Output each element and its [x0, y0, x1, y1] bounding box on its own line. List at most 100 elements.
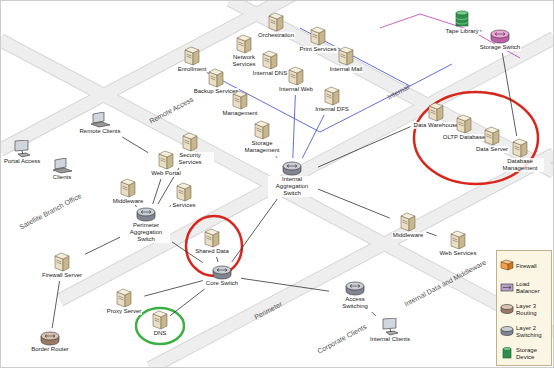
server-icon [208, 68, 224, 88]
server-icon [176, 182, 192, 202]
legend-box: FirewallLoad BalancerLayer 3 RoutingLaye… [496, 250, 552, 366]
server-node: Backup Services [193, 68, 240, 95]
node-label: Clients [52, 174, 72, 181]
zone-label: Corporate Clients [316, 323, 368, 356]
server-node: Data Warehouse [413, 102, 460, 129]
legend-row: Layer 3 Routing [500, 301, 550, 319]
legend-symbol [500, 257, 514, 275]
server-icon [484, 126, 500, 146]
router-icon [39, 330, 61, 346]
load-balancer-symbol [500, 281, 514, 293]
server-icon [268, 12, 284, 32]
node-label: Shared Data [194, 248, 230, 255]
routing-symbol [500, 303, 514, 315]
switch-node: Access Switching [331, 280, 379, 310]
server-icon [232, 90, 248, 110]
desktop-icon [12, 140, 32, 158]
zone-label: Remote Access [148, 96, 195, 126]
network-link [302, 115, 324, 158]
server-node: Management [221, 90, 258, 117]
server-node: Storage Management [238, 120, 286, 154]
server-node: Database Management [496, 138, 544, 172]
server-icon [204, 228, 220, 248]
laptop-node: Clients [51, 158, 73, 181]
server-icon [254, 120, 270, 140]
legend-text: Firewall [516, 263, 537, 270]
laptop-icon [51, 158, 73, 174]
legend-row: Layer 2 Switching [500, 323, 550, 341]
node-label: Management [221, 110, 258, 117]
node-label: Internal Web [278, 86, 314, 93]
legend-symbol [500, 323, 514, 341]
server-node: DNS [152, 310, 168, 337]
desktop-node: Portal Access [3, 140, 41, 165]
node-label: Internal Clients [369, 336, 411, 343]
server-node: Internal DFS [314, 86, 350, 113]
laptop-node: Remote Clients [78, 112, 121, 135]
node-label: Middleware [112, 198, 145, 205]
legend-text: Layer 2 Switching [516, 325, 550, 339]
node-label: Internal DFS [314, 106, 350, 113]
node-label: Border Router [30, 346, 70, 353]
router-node: Border Router [30, 330, 70, 353]
switch-node: Perimeter Aggregation Switch [122, 206, 170, 243]
node-label: Storage Management [238, 140, 286, 154]
legend-row: Load Balancer [500, 279, 550, 297]
server-icon [120, 178, 136, 198]
legend-symbol [500, 279, 514, 297]
node-label: Middleware [392, 232, 425, 239]
node-label: Web Services [439, 250, 478, 257]
server-icon [456, 114, 472, 134]
server-node: Shared Data [194, 228, 230, 255]
node-label: Remote Clients [78, 128, 121, 135]
legend-row: Firewall [500, 257, 537, 275]
node-label: Portal Access [3, 158, 41, 165]
server-node: Web Services [439, 230, 478, 257]
storage-switch-node: Storage Switch [479, 28, 521, 51]
server-node: Web Portal [150, 150, 182, 177]
node-label: Database Management [496, 158, 544, 172]
switch-node: Core Switch [205, 264, 239, 287]
server-node: Internal DNS [252, 50, 288, 77]
server-icon [54, 252, 70, 272]
server-node: Internal Web [278, 66, 314, 93]
server-node: Data Server [475, 126, 509, 153]
switch-node: Internal Aggregation Switch [268, 160, 316, 197]
node-label: Storage Switch [479, 44, 521, 51]
pswitch-icon [489, 28, 511, 44]
server-node: Enrollment [177, 46, 208, 73]
node-label: OLTP Database [442, 134, 486, 141]
network-link [85, 237, 120, 254]
server-icon [236, 34, 252, 54]
node-label: Backup Services [193, 88, 240, 95]
legend-text: Storage Device [516, 347, 550, 361]
node-label: Core Switch [205, 280, 239, 287]
server-node: Network Services [220, 34, 268, 68]
server-icon [400, 212, 416, 232]
server-icon [158, 150, 174, 170]
network-link [318, 189, 390, 218]
node-label: DNS [153, 330, 168, 337]
node-label: Enrollment [177, 66, 208, 73]
node-label: Network Services [220, 54, 268, 68]
server-node: Services [171, 182, 196, 209]
legend-symbol [500, 345, 514, 363]
network-link [293, 95, 296, 158]
storage-symbol [500, 347, 514, 359]
node-label: Access Switching [331, 296, 379, 310]
server-node: OLTP Database [442, 114, 486, 141]
network-link [276, 156, 277, 158]
server-icon [152, 310, 168, 330]
network-link [153, 179, 161, 204]
server-icon [262, 50, 278, 70]
legend-symbol [500, 301, 514, 319]
network-link [52, 281, 59, 328]
node-label: Proxy Server [106, 308, 143, 315]
server-node: Orchestration [257, 12, 295, 39]
server-icon [450, 230, 466, 250]
server-icon [512, 138, 528, 158]
desktop-node: Internal Clients [369, 318, 411, 343]
network-link [372, 312, 376, 316]
desktop-icon [380, 318, 400, 336]
